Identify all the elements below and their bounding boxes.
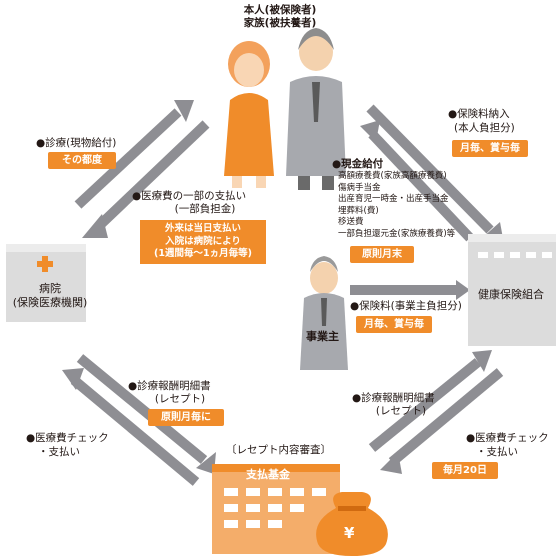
arrow-check-hospital	[62, 368, 200, 486]
cash-benefits-item: 埋葬料(費)	[338, 205, 379, 216]
fund-review-label: 〔レセプト内容審査〕	[226, 444, 331, 456]
arrow-cash-benefit	[360, 120, 474, 242]
check-fund-line2: ・支払い	[476, 446, 518, 458]
arrow-copay	[82, 120, 210, 238]
premium-insured-badge: 月毎、賞与毎	[452, 140, 528, 157]
cash-benefits-item: 移送費	[338, 217, 364, 227]
insured-label-line2: 家族(被扶養者)	[243, 17, 317, 29]
hospital-building-icon	[6, 244, 86, 322]
insurer-label: 健康保険組合	[478, 288, 544, 301]
receipt-fund-line1: ●診療報酬明細書	[352, 392, 435, 404]
copay-label-line2: (一部負担金)	[174, 203, 236, 215]
insurer-building-icon	[468, 234, 556, 346]
premium-employer-badge: 月毎、賞与毎	[356, 316, 432, 333]
treatment-badge: その都度	[48, 152, 116, 169]
cash-benefits-item: 出産育児一時金・出産手当金	[338, 194, 449, 204]
hospital-label-line2: (保険医療機関)	[12, 296, 88, 309]
insured-man-icon	[286, 28, 346, 190]
check-hospital-line1: ●医療費チェック	[26, 432, 109, 444]
cash-benefits-badge: 原則月末	[350, 246, 414, 263]
insured-label: 本人(被保険者) 家族(被扶養者)	[225, 4, 335, 30]
fund-name: 支払基金	[246, 468, 290, 481]
check-hospital-line2: ・支払い	[38, 446, 80, 458]
receipt-hospital-line2: (レセプト)	[154, 393, 206, 405]
check-fund-line1: ●医療費チェック	[466, 432, 549, 444]
copay-box-line1: 外来は当日支払い	[164, 223, 241, 234]
arrow-premium-employer	[350, 280, 470, 300]
cash-benefits-title: ●現金給付	[332, 158, 384, 170]
receipt-hospital-badge: 原則月毎に	[148, 409, 224, 426]
copay-box: 外来は当日支払い 入院は病院により (1週間毎〜1ヵ月毎等)	[140, 220, 266, 264]
receipt-hospital-line1: ●診療報酬明細書	[128, 380, 211, 392]
cash-benefits-item: 一部負担還元金(家族療養費)等	[338, 228, 456, 239]
premium-employer-label: ●保険料(事業主負担分)	[350, 300, 462, 312]
hospital-label-line1: 病院	[39, 282, 61, 295]
receipt-fund-line2: (レセプト)	[375, 405, 427, 417]
insured-woman-icon	[224, 41, 274, 188]
employer-man-icon	[300, 256, 348, 370]
check-fund-badge: 毎月20日	[432, 462, 498, 479]
arrow-check-fund	[380, 368, 504, 474]
cash-benefits-list: 高額療養費(家族高額療養費) 傷病手当金 出産育児一時金・出産手当金 埋葬料(費…	[338, 171, 455, 240]
yen-symbol: ¥	[344, 524, 355, 542]
cash-benefits-item: 傷病手当金	[338, 182, 381, 193]
arrow-receipt-fund	[368, 350, 492, 452]
employer-label: 事業主	[306, 330, 339, 343]
premium-insured-line1: ●保険料納入	[448, 108, 510, 120]
cash-benefits-item: 高額療養費(家族高額療養費)	[338, 171, 447, 181]
premium-insured-line2: (本人負担分)	[454, 122, 515, 134]
arrow-treatment	[74, 100, 194, 209]
insured-label-line1: 本人(被保険者)	[243, 4, 317, 16]
treatment-label: ●診療(現物給付)	[36, 137, 117, 149]
copay-label-line1: ●医療費の一部の支払い	[132, 190, 247, 202]
copay-box-line3: (1週間毎〜1ヵ月毎等)	[154, 248, 252, 259]
copay-box-line2: 入院は病院により	[165, 235, 241, 247]
arrow-receipt-hospital	[76, 354, 216, 474]
hospital-label: 病院 (保険医療機関)	[0, 282, 100, 310]
money-bag-icon	[316, 492, 388, 556]
